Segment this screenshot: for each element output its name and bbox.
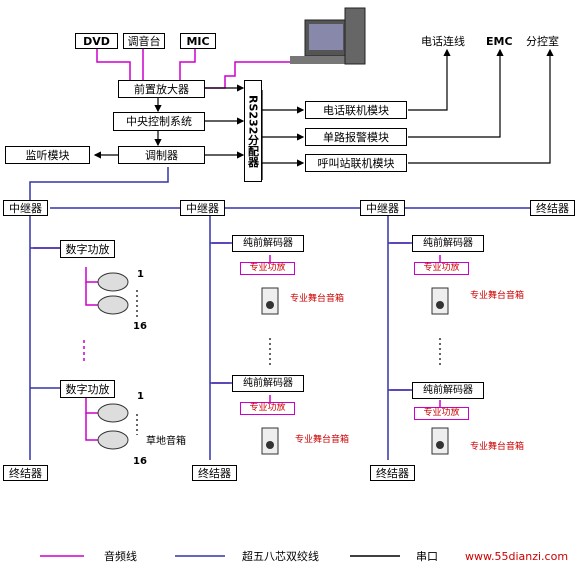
pro-amp-3b: 专业功放	[414, 407, 469, 420]
decoder-2b: 纯前解码器	[232, 375, 304, 392]
pro-speaker-label-3b: 专业舞台音箱	[470, 442, 525, 452]
decoder-3a: 纯前解码器	[412, 235, 484, 252]
monitor-box: 监听模块	[5, 146, 90, 164]
terminator-1: 终结器	[3, 465, 48, 481]
speaker-num-16a: 16	[133, 321, 147, 332]
digital-amp-2: 数字功放	[60, 380, 115, 398]
pro-speaker-label-2b: 专业舞台音箱	[295, 435, 350, 445]
sub-control-label: 分控室	[526, 35, 559, 48]
computer-icon	[290, 7, 366, 65]
pro-speaker-icons	[261, 287, 449, 455]
preamp-box: 前置放大器	[118, 80, 205, 98]
pro-amp-2a: 专业功放	[240, 262, 295, 275]
pro-amp-2b: 专业功放	[240, 402, 295, 415]
terminator-2: 终结器	[192, 465, 237, 481]
call-module-box: 呼叫站联机模块	[305, 154, 407, 172]
terminator-top-right: 终结器	[530, 200, 575, 216]
legend-serial: 串口	[416, 550, 438, 563]
phone-line-label: 电话连线	[421, 35, 465, 48]
cat5-lines	[29, 167, 530, 460]
lawn-speaker-label: 草地音箱	[146, 436, 186, 447]
lawn-speaker-icons	[97, 272, 129, 450]
legend-audio: 音频线	[104, 550, 137, 563]
dvd-box: DVD	[75, 33, 118, 49]
terminator-3: 终结器	[370, 465, 415, 481]
repeater-1: 中继器	[3, 200, 48, 216]
pro-speaker-label-2a: 专业舞台音箱	[290, 294, 345, 304]
repeater-3: 中继器	[360, 200, 405, 216]
phone-module-box: 电话联机模块	[305, 101, 407, 119]
speaker-num-1a: 1	[137, 269, 144, 280]
repeater-2: 中继器	[180, 200, 225, 216]
alarm-module-box: 单路报警模块	[305, 128, 407, 146]
speaker-num-16b: 16	[133, 456, 147, 467]
mic-box: MIC	[180, 33, 216, 49]
rs232-splitter-box: RS232分配器	[244, 80, 262, 182]
digital-amp-1: 数字功放	[60, 240, 115, 258]
speaker-num-1b: 1	[137, 391, 144, 402]
mixer-box: 调音台	[123, 33, 165, 49]
modulator-box: 调制器	[118, 146, 205, 164]
decoder-2a: 纯前解码器	[232, 235, 304, 252]
central-control-box: 中央控制系统	[113, 112, 205, 131]
decoder-3b: 纯前解码器	[412, 382, 484, 399]
legend-cat5: 超五八芯双绞线	[242, 550, 319, 563]
watermark: www.55dianzi.com	[465, 550, 569, 563]
emc-label: EMC	[486, 35, 513, 48]
pro-amp-3a: 专业功放	[414, 262, 469, 275]
pro-speaker-label-3a: 专业舞台音箱	[470, 291, 525, 301]
serial-lines	[93, 48, 554, 435]
